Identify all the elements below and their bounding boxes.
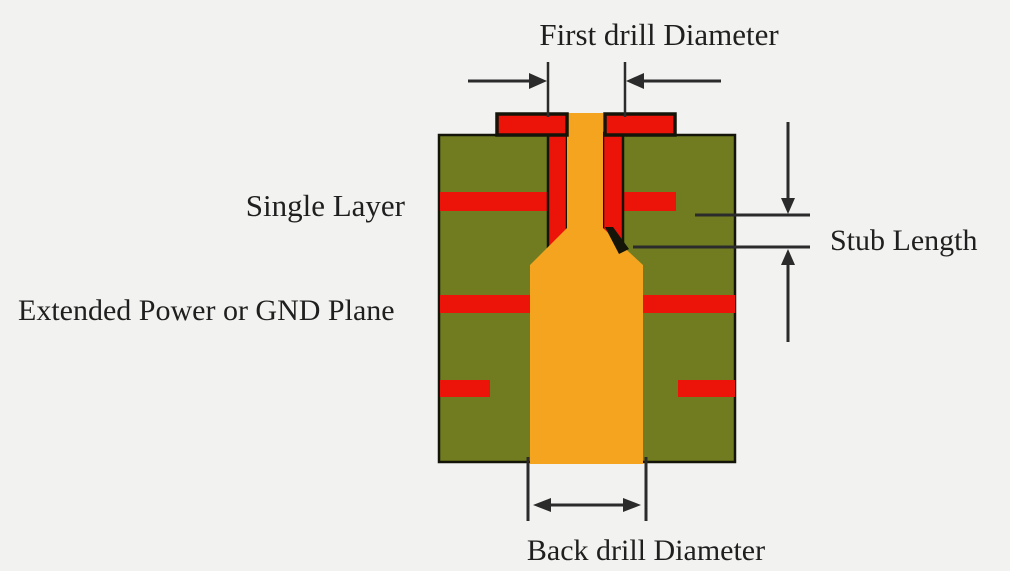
- stub-length-dimension: [633, 122, 810, 342]
- top-pad-right: [603, 112, 677, 137]
- back-drill-dimension: [526, 457, 648, 521]
- stub-arrowhead-up-icon: [781, 249, 795, 265]
- extended-power-gnd-plane-label: Extended Power or GND Plane: [18, 294, 395, 327]
- via-barrel: [530, 113, 643, 464]
- stub-remnant-wedge: [605, 227, 629, 254]
- bottom-trace-left: [440, 380, 490, 397]
- stub-length-label: Stub Length: [830, 224, 978, 257]
- first-drill-diameter-label: First drill Diameter: [539, 17, 779, 52]
- bottom-trace-right: [678, 380, 735, 397]
- single-layer-trace-left: [440, 192, 567, 211]
- stub-arrowhead-down-icon: [781, 198, 795, 214]
- single-layer-label: Single Layer: [246, 188, 406, 223]
- back-drill-diameter-label: Back drill Diameter: [527, 534, 765, 567]
- back-drill-arrowhead-right-icon: [623, 498, 641, 512]
- back-drill-arrowhead-left-icon: [533, 498, 551, 512]
- first-drill-arrowhead-left-icon: [529, 73, 547, 89]
- top-pad-left: [495, 112, 569, 137]
- first-drill-arrowhead-right-icon: [626, 73, 644, 89]
- barrel-plating-left: [546, 131, 569, 249]
- power-plane-left: [440, 295, 530, 313]
- first-drill-dimension: [468, 62, 721, 117]
- single-layer-trace-right: [622, 192, 676, 211]
- power-plane-right: [643, 295, 735, 313]
